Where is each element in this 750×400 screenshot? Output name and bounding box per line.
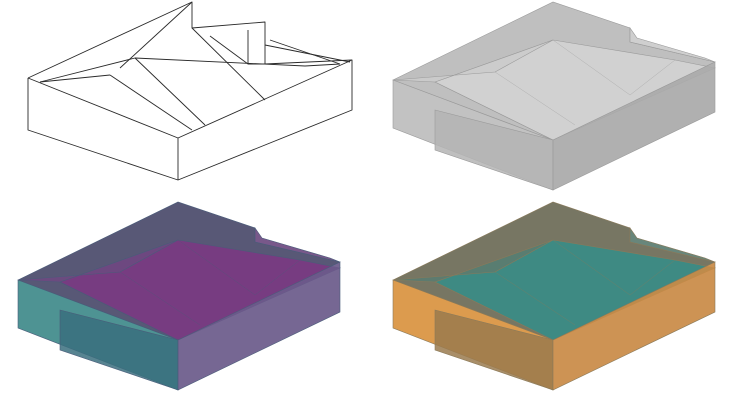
wire-hip-1 (109, 74, 193, 131)
wire-ridge-back (119, 1, 193, 69)
roof-hip-line-3 (254, 259, 301, 296)
roof-face-notch (254, 227, 341, 263)
wire-notch (247, 30, 265, 65)
wireframe-edges (27, 1, 353, 181)
roof-hip-line-3 (629, 259, 676, 296)
wire-inner-eave (39, 57, 341, 83)
orange-teal-roof-svg (392, 201, 716, 391)
roof-face-notch (629, 227, 716, 263)
roof-hip-line-2 (552, 39, 631, 96)
roof-face-notch (629, 27, 716, 63)
roof-hip-line-0 (434, 281, 554, 341)
roof-hip-line-0 (434, 81, 554, 141)
roof-hip-line-0 (59, 281, 179, 341)
roof-hip-line-1 (494, 71, 576, 126)
wireframe-roof-svg (27, 1, 353, 181)
gray-roof-svg (392, 1, 716, 191)
roof-hip-line-3 (629, 59, 676, 96)
roof-face-right (552, 261, 716, 391)
roof-hip-line-2 (552, 239, 631, 296)
gray-shaded-roof-model (375, 0, 750, 200)
orange-teal-roof-model (375, 200, 750, 400)
roof-face-right (552, 61, 716, 191)
purple-teal-roof-svg (17, 201, 341, 391)
wire-hip-3 (191, 27, 266, 101)
roof-hip-line-1 (494, 271, 576, 326)
roof-hip-line-1 (119, 271, 201, 326)
wire-eave-left (39, 74, 111, 83)
roof-hip-line-2 (177, 239, 256, 296)
roof-face-right (177, 261, 341, 391)
wireframe-roof-model (0, 0, 375, 200)
purple-teal-roof-model (0, 200, 375, 400)
wire-hip-4 (209, 35, 249, 65)
wire-hip-6 (269, 39, 341, 65)
wire-hip-5 (264, 44, 351, 63)
wire-hip-2 (134, 57, 206, 126)
wire-top-outline (27, 1, 353, 139)
